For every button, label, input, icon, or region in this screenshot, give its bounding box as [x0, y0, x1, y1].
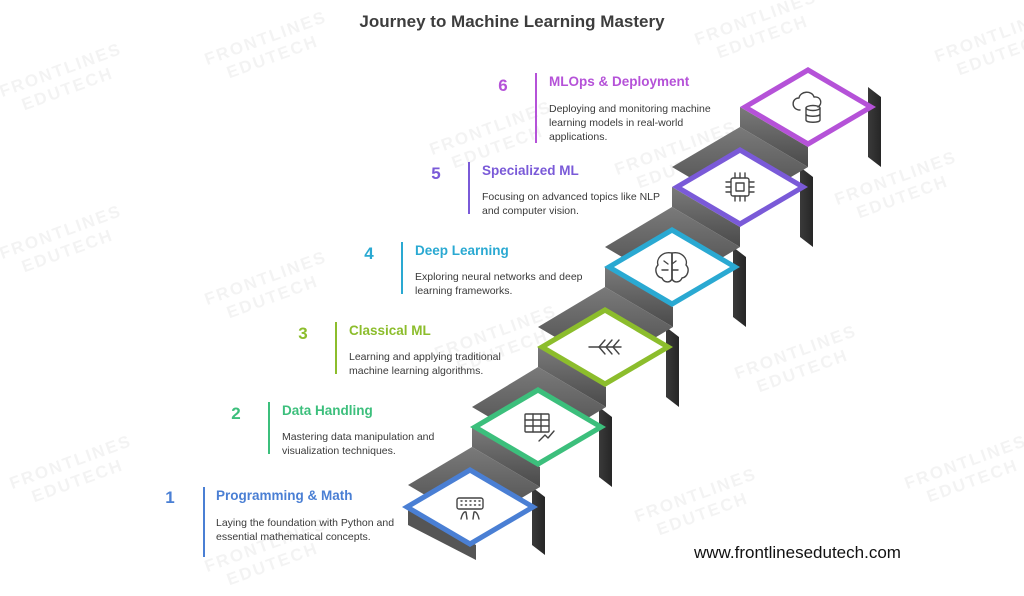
- website-url: www.frontlinesedutech.com: [694, 543, 901, 562]
- step-title: Classical ML: [349, 323, 431, 338]
- step-tread-3: [537, 307, 673, 387]
- step-number: 5: [431, 164, 441, 183]
- brain-icon: [655, 251, 689, 283]
- staircase-diagram: [402, 67, 881, 560]
- step-tread-4: [604, 227, 740, 307]
- tread-face: [682, 153, 798, 221]
- keyboard-icon: [456, 497, 484, 520]
- step-title: Data Handling: [282, 403, 373, 418]
- step-description: Mastering data manipulation and visualiz…: [282, 431, 435, 457]
- step-description: Focusing on advanced topics like NLP and…: [482, 191, 660, 217]
- step-description: Laying the foundation with Python and es…: [216, 517, 395, 543]
- step-title: Deep Learning: [415, 243, 509, 258]
- step-description: Learning and applying traditional machin…: [349, 351, 501, 377]
- step-description: Deploying and monitoring machine learnin…: [549, 103, 711, 143]
- decision-tree-icon: [588, 339, 622, 355]
- step-description: Exploring neural networks and deep learn…: [415, 271, 583, 297]
- tread-face: [750, 73, 866, 141]
- step-accent-bar: [268, 402, 270, 454]
- tread-face: [412, 473, 528, 541]
- step-tread-6: [740, 67, 876, 147]
- step-accent-bar: [335, 322, 337, 374]
- step-tread-5: [672, 147, 808, 227]
- table-chart-icon: [524, 413, 555, 442]
- step-accent-bar: [535, 73, 537, 143]
- step-tread-1: [402, 467, 538, 547]
- step-title: Programming & Math: [216, 488, 353, 503]
- page-title: Journey to Machine Learning Mastery: [359, 12, 665, 31]
- cloud-database-icon: [792, 91, 822, 123]
- step-accent-bar: [468, 162, 470, 214]
- step-title: Specialized ML: [482, 163, 579, 178]
- step-title: MLOps & Deployment: [549, 74, 690, 89]
- step-accent-bar: [401, 242, 403, 294]
- step-number: 2: [231, 404, 241, 423]
- step-number: 4: [364, 244, 374, 263]
- step-accent-bar: [203, 487, 205, 557]
- tread-face: [480, 393, 596, 461]
- step-number: 6: [498, 76, 508, 95]
- step-number: 3: [298, 324, 308, 343]
- step-number: 1: [165, 488, 175, 507]
- step-tread-2: [470, 387, 606, 467]
- chip-icon: [725, 172, 755, 202]
